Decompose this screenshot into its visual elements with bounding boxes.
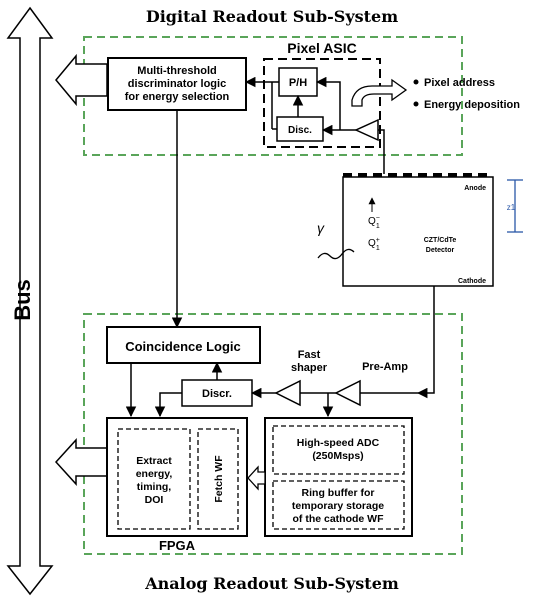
extract-line-3: timing, [137, 481, 171, 493]
detector-name-line-2: Detector [426, 247, 455, 254]
coincidence-logic-label: Coincidence Logic [125, 339, 241, 354]
discr-to-fpga [154, 392, 182, 418]
pixel-asic-title: Pixel ASIC [287, 40, 357, 56]
pixel-asic-box [263, 58, 381, 148]
fetch-wf-label: Fetch WF [213, 455, 225, 503]
detector-name-line-1: CZT/CdTe [424, 237, 457, 244]
ring-buffer-block [272, 480, 405, 530]
gamma-label: γ [317, 220, 325, 236]
analog-subsystem-title: Analog Readout Sub-System [144, 574, 399, 593]
peak-hold-label: P/H [289, 77, 307, 89]
analog-to-bus-arrow [54, 438, 108, 486]
pixel-output-arrow [351, 78, 408, 107]
energy-deposition-label: Energy deposition [424, 99, 520, 111]
gamma-ray-wave [317, 248, 355, 260]
disc-box [276, 116, 324, 142]
fpga-label: FPGA [159, 538, 196, 553]
pixel-address-bullet [413, 79, 419, 85]
bus-arrow-shape [6, 6, 54, 596]
fast-shaper-label-line-2: shaper [291, 362, 328, 374]
disc-label: Disc. [288, 125, 312, 136]
adc-buffer-box [264, 417, 413, 537]
discriminator-logic-line-3: for energy selection [125, 91, 230, 103]
fpga-box [106, 417, 248, 537]
anode-label: Anode [464, 185, 486, 192]
digital-subsystem-title: Digital Readout Sub-System [146, 7, 398, 26]
discr-label: Discr. [202, 388, 232, 400]
extract-block [117, 428, 191, 530]
q-minus-label: Q−1 [368, 215, 380, 230]
extract-line-4: DOI [145, 494, 164, 506]
pixel-address-label: Pixel address [424, 77, 495, 89]
fast-shaper-triangle [274, 379, 301, 407]
detector-body [342, 176, 494, 287]
pre-amp-label: Pre-Amp [362, 361, 408, 373]
adc-line-2: (250Msps) [312, 450, 363, 462]
amp-to-ph [315, 76, 341, 130]
extract-line-2: energy, [136, 468, 173, 480]
pre-amp-triangle [334, 379, 361, 407]
cathode-to-preamp [416, 286, 435, 399]
buffer-to-fpga-arrow [247, 465, 266, 491]
ring-buffer-line-1: Ring buffer for [302, 487, 375, 499]
analog-subsystem-box [83, 313, 463, 555]
cathode-label: Cathode [458, 278, 486, 285]
ring-buffer-line-2: temporary storage [292, 500, 384, 512]
q-plus-label: Q+1 [368, 237, 380, 252]
adc-block [272, 425, 405, 475]
energy-deposition-bullet [413, 101, 419, 107]
adc-line-1: High-speed ADC [297, 437, 380, 449]
fetch-wf-block [197, 428, 239, 530]
discriminator-logic-line-1: Multi-threshold [137, 65, 216, 77]
bus-label: Bus [10, 279, 35, 321]
fast-shaper-label-line-1: Fast [298, 349, 321, 361]
digital-subsystem-box [83, 36, 463, 156]
anode-to-asic [378, 129, 385, 174]
discriminator-logic-line-2: discriminator logic [128, 78, 226, 90]
discriminator-logic-box [107, 57, 247, 111]
coincidence-logic-box [106, 326, 261, 364]
extract-line-1: Extract [136, 455, 172, 467]
asic-amplifier [354, 118, 379, 142]
z1-label: z1 [507, 203, 516, 212]
ring-buffer-line-3: of the cathode WF [293, 513, 385, 525]
digital-to-bus-arrow [55, 53, 108, 107]
